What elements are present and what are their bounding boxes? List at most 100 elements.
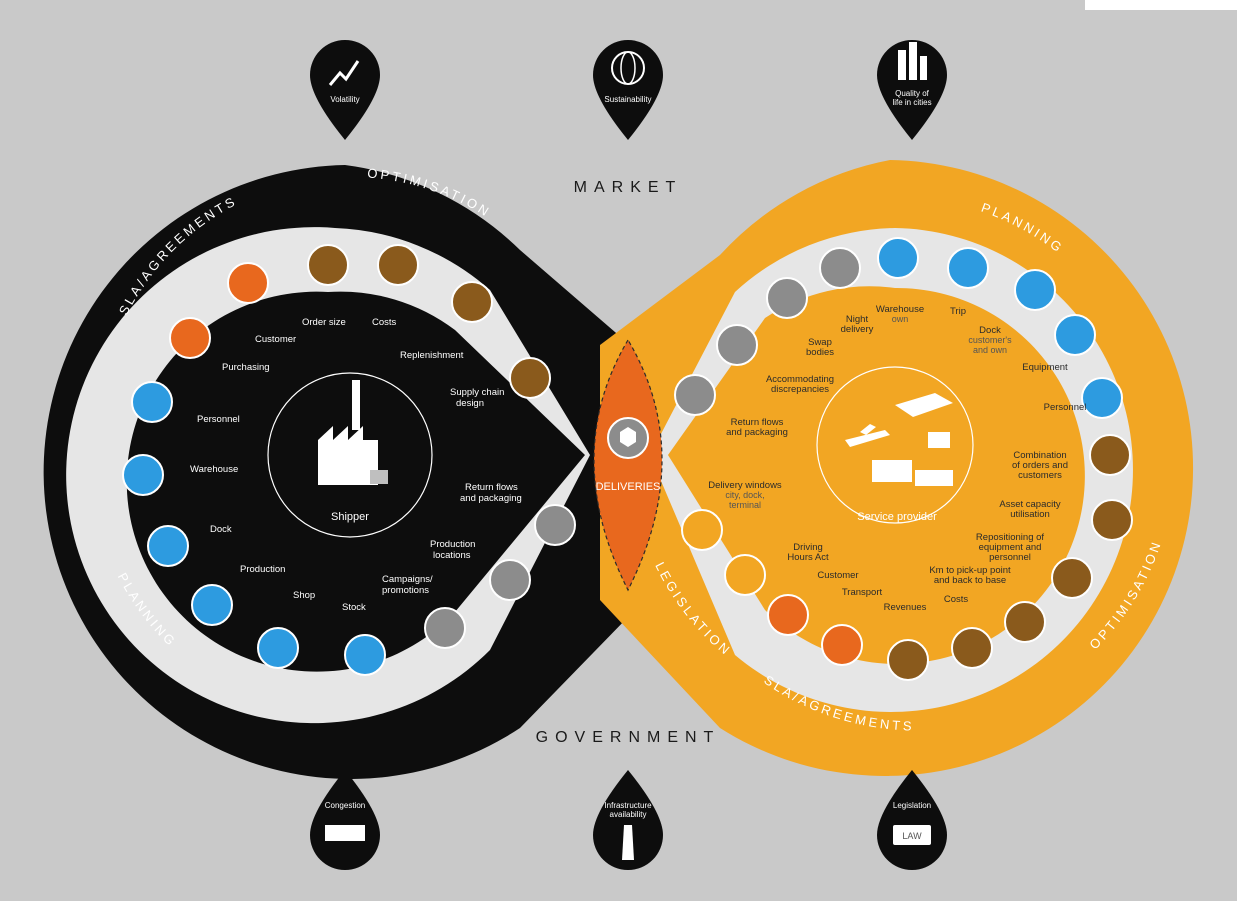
provider-item: Trip <box>950 306 966 317</box>
provider-item-line: Return flows <box>731 417 784 428</box>
customer-icon <box>227 262 269 304</box>
phone-icon <box>821 624 863 666</box>
warehouse-icon <box>122 454 164 496</box>
vehicles-icon <box>845 393 953 486</box>
provider-center-circle <box>816 366 974 524</box>
pin-label-line: Quality of <box>895 89 930 98</box>
deliveries-lens <box>593 338 663 592</box>
shipper-item-line: design <box>456 398 484 409</box>
provider-item: Personnel <box>1044 402 1087 413</box>
provider-item-line: Swap <box>808 337 832 348</box>
shipper-center-label: Shipper <box>331 511 369 523</box>
laptop-icon <box>169 317 211 359</box>
shipper-item: Personnel <box>197 414 240 425</box>
moon-icon <box>819 247 861 289</box>
pin-label: Congestion <box>325 801 365 810</box>
law-book-icon <box>893 825 931 845</box>
provider-item: Revenues <box>884 602 927 613</box>
percent-icon <box>887 639 929 681</box>
shipper-item-line: Production <box>430 539 475 550</box>
person-icon <box>131 381 173 423</box>
provider-item-line: Repositioning of <box>976 532 1044 543</box>
provider-item-line: customers <box>1018 470 1062 481</box>
shipper-item: Warehouse <box>190 464 238 475</box>
customer-icon <box>767 594 809 636</box>
shipper-item-line: and packaging <box>460 493 522 504</box>
gears-icon <box>1051 557 1093 599</box>
trucks-icon <box>325 825 365 841</box>
bars-icon <box>716 324 758 366</box>
gov-pin-congestion: Congestion <box>310 770 380 870</box>
provider-item-line: Night <box>846 314 869 325</box>
provider-item-sub: city, dock, <box>725 490 764 500</box>
pin-shape <box>310 40 380 140</box>
shop-icon <box>257 627 299 669</box>
shipper-item: Production <box>240 564 285 575</box>
provider-item-line: discrepancies <box>771 384 829 395</box>
recycle-icon <box>674 374 716 416</box>
shipper-ring-icons <box>122 244 576 676</box>
pin-label: Legislation <box>893 801 931 810</box>
shipper-item-list: Order size Costs Customer Replenishment … <box>190 317 522 613</box>
driver-icon <box>724 554 766 596</box>
provider-item-line: Accommodating <box>766 374 834 385</box>
pin-shape <box>310 770 380 870</box>
magnifier-icon <box>1089 434 1131 476</box>
euro-icon <box>951 627 993 669</box>
provider-item: Transport <box>842 587 883 598</box>
gear-icon <box>1054 314 1096 356</box>
shipper-item-line: locations <box>433 550 471 561</box>
dock-icon <box>147 525 189 567</box>
km-icon <box>1004 601 1046 643</box>
provider-item: Equipment <box>1022 362 1068 373</box>
recycle-icon <box>534 504 576 546</box>
provider-item-line: delivery <box>841 324 874 335</box>
pin-shape <box>593 770 663 870</box>
shipper-item: Shop <box>293 590 315 601</box>
pin-shape <box>877 770 947 870</box>
pallet-icon <box>307 244 349 286</box>
pin-label: Sustainability <box>604 95 651 104</box>
provider-item-sub: own <box>892 314 909 324</box>
pin-label-line: life in cities <box>892 98 931 107</box>
provider-item-line: Km to pick-up point <box>929 565 1011 576</box>
provider-item-main: Dock <box>979 325 1001 336</box>
deliveries-label: DELIVERIES <box>596 481 661 493</box>
deliveries-hub: DELIVERIES <box>593 338 663 592</box>
shipper-item: Customer <box>255 334 296 345</box>
city-icon-building <box>920 56 927 80</box>
government-title: GOVERNMENT <box>536 729 721 746</box>
provider-item-line: personnel <box>989 552 1031 563</box>
shipper-item: Costs <box>372 317 397 328</box>
dock-icon <box>1014 269 1056 311</box>
provider-item-line: and packaging <box>726 427 788 438</box>
provider-item-sub: and own <box>973 345 1007 355</box>
steering-wheel-icon <box>947 247 989 289</box>
provider-item-main: Delivery windows <box>708 480 782 491</box>
pin-label: Volatility <box>330 95 359 104</box>
provider-ring-icons <box>674 237 1133 681</box>
megaphone-icon <box>424 607 466 649</box>
factory-icon <box>318 380 388 485</box>
provider-item-line: Asset capacity <box>999 499 1060 510</box>
swap-body-icon <box>766 277 808 319</box>
city-icon-tower <box>909 42 917 80</box>
top-right-blank <box>1085 0 1237 10</box>
provider-item-line: bodies <box>806 347 834 358</box>
shipper-item: Purchasing <box>222 362 270 373</box>
